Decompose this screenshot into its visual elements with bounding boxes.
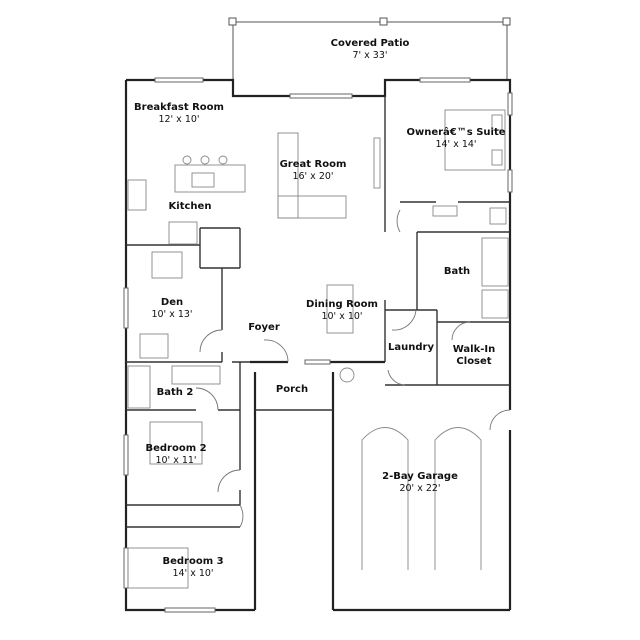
furniture	[127, 109, 509, 589]
label-foyer: Foyer	[248, 322, 280, 333]
label-bath-2: Bath 2	[156, 387, 194, 398]
covered-patio-outline	[228, 17, 511, 80]
interior-walls	[126, 96, 510, 528]
label-laundry: Laundry	[388, 342, 434, 353]
label-kitchen: Kitchen	[168, 201, 212, 212]
window-marks	[123, 77, 513, 613]
label-porch: Porch	[275, 384, 309, 395]
label-bath: Bath	[443, 266, 471, 277]
door-swings	[195, 209, 511, 528]
